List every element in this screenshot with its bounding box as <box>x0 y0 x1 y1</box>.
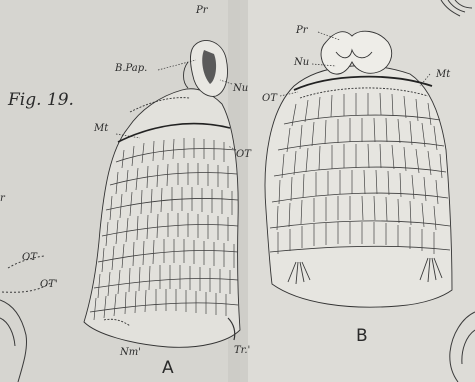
label-mt-a: Mt <box>94 124 108 134</box>
label-mt-b: Mt <box>436 70 450 80</box>
proboscis-b <box>321 31 392 74</box>
label-left-ot2: OT' <box>40 280 58 290</box>
label-nu-b: Nu <box>294 58 309 68</box>
label-tr: Tr.' <box>234 346 250 356</box>
label-left-ot: OT <box>22 253 37 263</box>
figure-title: Fig. 19. <box>8 92 74 109</box>
label-left-r: r <box>0 194 5 204</box>
specimen-b-outline <box>265 66 452 307</box>
label-b-pap: B.Pap. <box>115 64 147 74</box>
panel-label-a: A <box>162 360 174 377</box>
label-ot-b: OT <box>262 94 277 104</box>
label-nm: Nm' <box>120 348 141 358</box>
label-ot-a: OT <box>236 150 251 160</box>
panel-label-b: B <box>356 328 368 345</box>
label-pr-a: Pr <box>196 6 208 16</box>
label-nu-a: Nu <box>233 84 248 94</box>
label-pr-b: Pr <box>296 26 308 36</box>
